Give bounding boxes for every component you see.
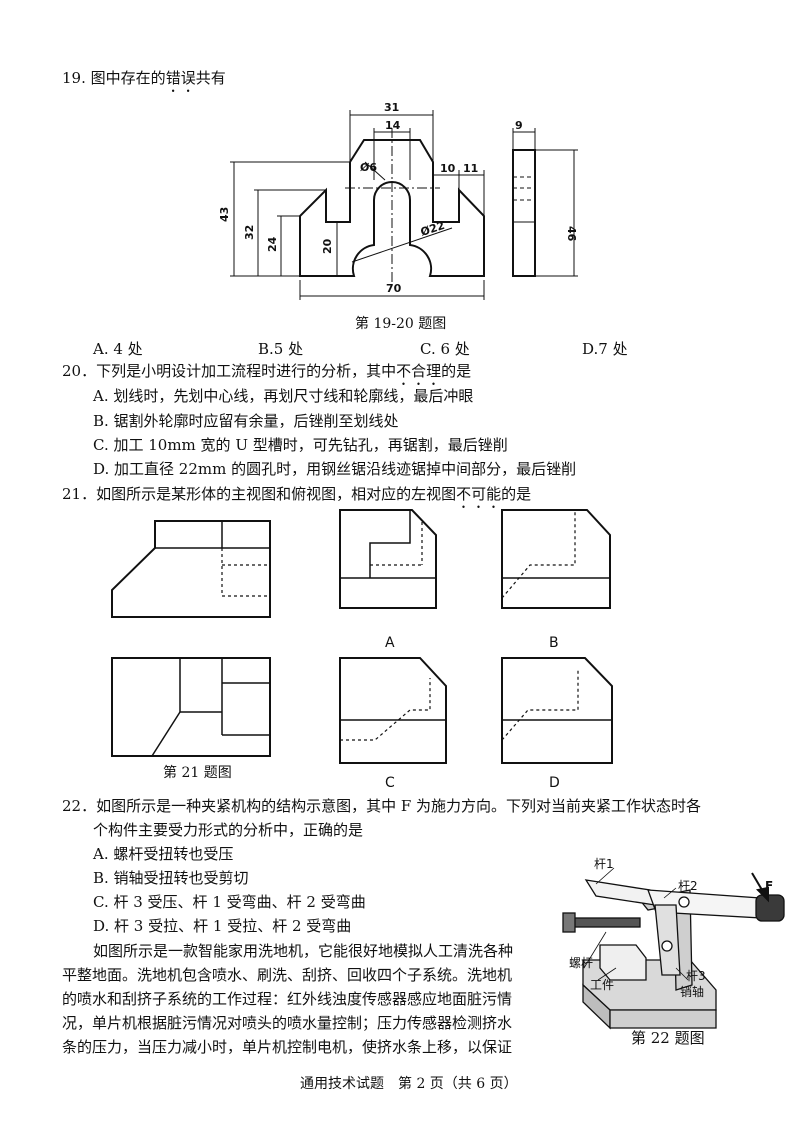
passage-line-2: 平整地面。洗地机包含喷水、刷洗、刮挤、回收四个子系统。洗地机: [62, 966, 513, 984]
q19-stem-a: 图中: [90, 69, 121, 87]
label-rod3: 杆3: [686, 969, 706, 983]
front-view-outline: [299, 139, 485, 277]
screw-rod: [569, 917, 641, 928]
q19-option-b: B.5 处: [258, 340, 304, 358]
dim-14: 14: [385, 119, 401, 132]
q19-drawing: 31 14 Ø6 10 11 70 9 43 32 24 20 Ø22 46: [218, 101, 578, 300]
label-pin: 销轴: [680, 984, 704, 999]
side-view-outline: [512, 149, 536, 277]
q22-option-b: B. 销轴受扭转也受剪切: [93, 869, 249, 887]
q19-number: 19.: [62, 69, 86, 87]
q21-stem-b: 的是: [501, 485, 532, 503]
q19-stem-b: 存在: [120, 69, 151, 87]
q21-option-b-view: [501, 509, 611, 609]
label-rod2: 杆2: [678, 879, 698, 893]
passage-line-5: 条的压力，当压力减小时，单片机控制电机，使挤水条上移，以保证: [62, 1038, 513, 1056]
q20-stem-a: 20．下列是小明设计加工流程时进行的分析，其中: [62, 362, 397, 380]
dim-32: 32: [243, 225, 256, 240]
q22-option-a: A. 螺杆受扭转也受压: [93, 845, 234, 863]
q21-option-c-view: [339, 657, 447, 764]
label-workpiece: 工件: [590, 978, 614, 992]
dim-10: 10: [440, 162, 456, 175]
q20-option-b: B. 锯割外轮廓时应留有余量，后锉削至划线处: [93, 412, 399, 430]
dim-31: 31: [384, 101, 399, 114]
page-footer: 通用技术试题 第 2 页（共 6 页）: [300, 1076, 518, 1092]
label-force: F: [765, 879, 773, 893]
q21-option-d-view: [501, 657, 613, 764]
screw-nut: [562, 912, 576, 933]
q20-option-d: D. 加工直径 22mm 的圆孔时，用钢丝锯沿线迹锯掉中间部分，最后锉削: [93, 460, 577, 478]
label-screw: 螺杆: [569, 956, 593, 970]
handle-grip: [755, 894, 785, 922]
q21-label-c: C: [385, 775, 395, 791]
q20-stem: 20．下列是小明设计加工流程时进行的分析，其中不合理的是: [62, 361, 471, 389]
q20-stem-emph: 不合理: [396, 362, 442, 380]
q21-stem-a: 21．如图所示是某形体的主视图和俯视图，相对应的左视图: [62, 485, 457, 503]
q21-label-b: B: [549, 635, 559, 651]
passage-line-3: 的喷水和刮挤子系统的工作过程：红外线浊度传感器感应地面脏污情: [62, 990, 513, 1008]
q20-option-c: C. 加工 10mm 宽的 U 型槽时，可先钻孔，再锯割，最后锉削: [93, 436, 508, 454]
dim-phi6: Ø6: [360, 161, 377, 174]
q22-figure-caption: 第 22 题图: [631, 1029, 705, 1047]
q21-label-a: A: [385, 635, 395, 651]
q21-option-a-view: [339, 509, 437, 609]
q22-stem-line2: 个构件主要受力形式的分析中，正确的是: [93, 821, 364, 839]
q19-figure-caption: 第 19-20 题图: [355, 316, 447, 332]
dim-11: 11: [463, 162, 478, 175]
dim-20: 20: [321, 238, 334, 254]
q22-option-d: D. 杆 3 受拉、杆 1 受拉、杆 2 受弯曲: [93, 917, 352, 935]
passage-line-4: 况，单片机根据脏污情况对喷头的喷水量控制；压力传感器检测挤水: [62, 1014, 513, 1032]
q22-option-c: C. 杆 3 受压、杆 1 受弯曲、杆 2 受弯曲: [93, 893, 366, 911]
workpiece: [599, 944, 647, 981]
dim-24: 24: [266, 236, 279, 252]
q21-front-view: [111, 520, 271, 618]
dim-46: 46: [565, 226, 578, 242]
q19-option-d: D.7 处: [582, 340, 628, 358]
q19-stem-e: 共有: [195, 69, 226, 87]
q21-stem-emph: 不可能: [456, 485, 502, 503]
q21-drawings: A B C D: [111, 509, 613, 791]
q21-top-view: [111, 657, 271, 757]
rod-3: [654, 904, 681, 976]
q21-caption: 第 21 题图: [163, 765, 232, 781]
passage-line-1: 如图所示是一款智能家用洗地机，它能很好地模拟人工清洗各种: [93, 942, 514, 960]
q19-stem-c: 的: [150, 69, 166, 87]
dim-70: 70: [386, 282, 402, 295]
dim-9: 9: [515, 119, 523, 132]
q21-stem: 21．如图所示是某形体的主视图和俯视图，相对应的左视图不可能的是: [62, 484, 531, 512]
q21-label-d: D: [549, 775, 560, 791]
q19-stem-d: 错误: [165, 69, 196, 87]
q22-stem-line1: 22．如图所示是一种夹紧机构的结构示意图，其中 F 为施力方向。下列对当前夹紧工…: [62, 797, 702, 815]
q20-option-a: A. 划线时，先划中心线，再划尺寸线和轮廓线，最后冲眼: [93, 387, 474, 405]
q19-stem: 19. 图中存在的错误共有: [62, 68, 226, 96]
q19-option-c: C. 6 处: [420, 340, 470, 358]
label-rod1: 杆1: [594, 857, 614, 871]
q19-option-a: A. 4 处: [93, 340, 143, 358]
dim-43: 43: [218, 207, 231, 222]
q20-stem-b: 的是: [441, 362, 472, 380]
